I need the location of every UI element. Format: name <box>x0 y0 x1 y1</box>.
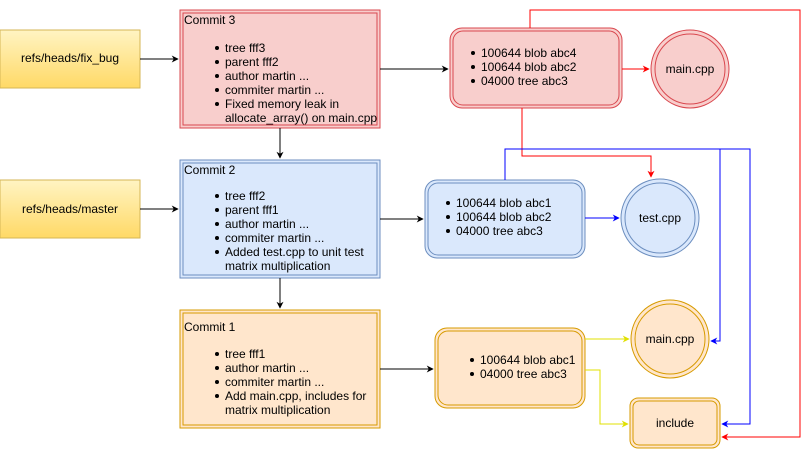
tree-1-line-0: 100644 blob abc1 <box>480 353 576 367</box>
arrow-tree-3-to-include <box>529 9 801 441</box>
tree-3-line-2: 04000 tree abc3 <box>481 74 568 88</box>
blob-test-cpp-blue-label: test.cpp <box>639 211 681 225</box>
blob-main-cpp-red-label: main.cpp <box>666 62 715 76</box>
arrow-tree-2-to-include <box>720 148 751 428</box>
commit-2-title: Commit 2 <box>184 163 236 177</box>
tree-3-line-0: 100644 blob abc4 <box>481 46 577 60</box>
commit-3-bullet-2 <box>215 74 219 78</box>
tree-3-bullet-1 <box>471 65 475 69</box>
blob-test-cpp-blue: test.cpp <box>620 178 700 258</box>
commit-1-line-3: Add main.cpp, includes for <box>225 389 366 403</box>
tree-2-bullet-2 <box>446 229 450 233</box>
tree-2-line-1: 100644 blob abc2 <box>456 210 552 224</box>
commit-2-line-0: tree fff2 <box>225 189 266 203</box>
tree-1-bullet-0 <box>470 358 474 362</box>
commit-2-bullet-4 <box>215 250 219 254</box>
tree-3-line-1: 100644 blob abc2 <box>481 60 577 74</box>
commit-3-line-4: Fixed memory leak in <box>225 97 339 111</box>
commit-1-line-4: matrix multiplication <box>225 403 330 417</box>
commit-3-line-2: author martin ... <box>225 69 309 83</box>
commit-3-title: Commit 3 <box>184 13 236 27</box>
commit-2-bullet-2 <box>215 222 219 226</box>
commit-3-bullet-4 <box>215 102 219 106</box>
blob-main-cpp-red: main.cpp <box>650 29 730 109</box>
blob-main-cpp-orange: main.cpp <box>630 299 710 379</box>
tree-3-bullet-0 <box>471 51 475 55</box>
commit-2-bullet-0 <box>215 194 219 198</box>
commit-3-bullet-3 <box>215 88 219 92</box>
tree-include-label: include <box>656 416 694 430</box>
connectors <box>140 9 801 441</box>
commit-1-line-0: tree fff1 <box>225 347 266 361</box>
commit-2-line-1: parent fff1 <box>225 203 279 217</box>
blob-main-cpp-orange-label: main.cpp <box>646 332 695 346</box>
tree-3-bullet-2 <box>471 79 475 83</box>
commit-2-line-2: author martin ... <box>225 217 309 231</box>
commit-2-line-3: commiter martin ... <box>225 231 324 245</box>
commit-3-line-1: parent fff2 <box>225 55 279 69</box>
commit-1-bullet-0 <box>215 352 219 356</box>
ref-master-label: refs/heads/master <box>22 202 118 216</box>
tree-1-bullet-1 <box>470 372 474 376</box>
tree-include-box: include <box>629 397 721 449</box>
tree-2-line-2: 04000 tree abc3 <box>456 224 543 238</box>
arrow-tree-3-to-test <box>521 108 655 178</box>
commit-1-bullet-3 <box>215 394 219 398</box>
commit-2-line-4: Added test.cpp to unit test <box>225 245 364 259</box>
commit-1-title: Commit 1 <box>184 320 236 334</box>
commit-1-bullet-1 <box>215 366 219 370</box>
ref-master: refs/heads/master <box>0 179 141 239</box>
ref-fix-bug: refs/heads/fix_bug <box>0 29 141 89</box>
commit-1-line-2: commiter martin ... <box>225 375 324 389</box>
commit-1-bullet-2 <box>215 380 219 384</box>
tree-1-line-1: 04000 tree abc3 <box>480 367 567 381</box>
tree-2-line-0: 100644 blob abc1 <box>456 196 552 210</box>
commit-3-line-3: commiter martin ... <box>225 83 324 97</box>
commit-3-line-0: tree fff3 <box>225 41 266 55</box>
commit-3-bullet-0 <box>215 46 219 50</box>
commit-1-line-1: author martin ... <box>225 361 309 375</box>
tree-2-bullet-0 <box>446 201 450 205</box>
ref-fix-bug-label: refs/heads/fix_bug <box>21 51 119 65</box>
commit-2-bullet-1 <box>215 208 219 212</box>
commit-2-bullet-3 <box>215 236 219 240</box>
commit-3-line-5: allocate_array() on main.cpp <box>225 111 377 125</box>
commit-3-bullet-1 <box>215 60 219 64</box>
commit-2-line-5: matrix multiplication <box>225 259 330 273</box>
arrow-tree-1-to-include <box>585 369 629 428</box>
tree-2-bullet-1 <box>446 215 450 219</box>
